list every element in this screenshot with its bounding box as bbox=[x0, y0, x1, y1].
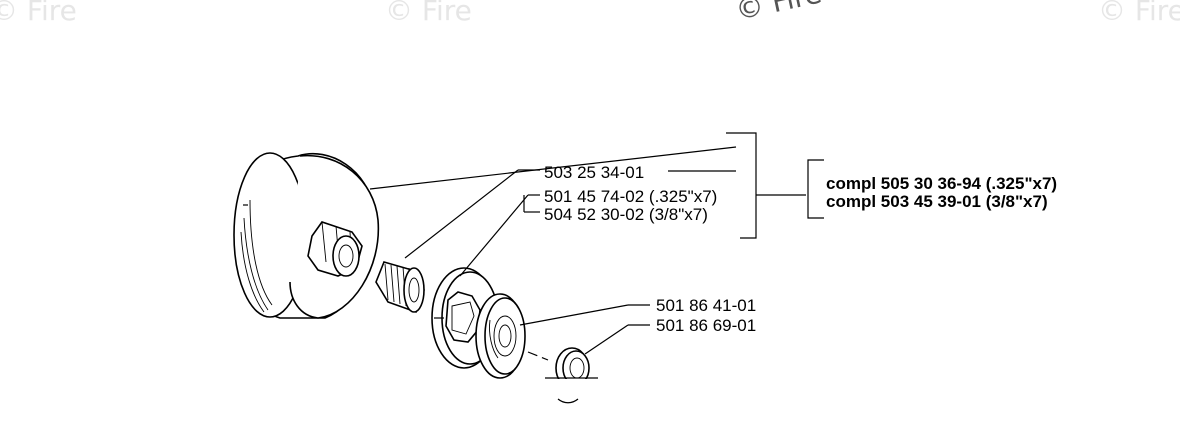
part-label: 501 86 69-01 bbox=[656, 316, 756, 335]
washer bbox=[475, 293, 526, 379]
watermark: © Fire bbox=[733, 0, 825, 27]
assembly-label: compl 503 45 39-01 (3/8"x7) bbox=[826, 192, 1048, 211]
leader-lines bbox=[369, 132, 824, 355]
needle-bearing bbox=[375, 261, 425, 314]
watermark: © Fire bbox=[1098, 0, 1180, 27]
part-label: 501 86 41-01 bbox=[656, 296, 756, 315]
part-label: 501 45 74-02 (.325"x7) bbox=[544, 187, 717, 206]
assembly-label: compl 505 30 36-94 (.325"x7) bbox=[826, 174, 1057, 193]
clutch-drum bbox=[233, 152, 380, 319]
part-label: 504 52 30-02 (3/8"x7) bbox=[544, 205, 708, 224]
watermark: © Fire bbox=[0, 0, 77, 27]
lock-washer bbox=[540, 347, 604, 391]
watermark: © Fire bbox=[385, 0, 472, 27]
part-label: 503 25 34-01 bbox=[544, 163, 644, 182]
